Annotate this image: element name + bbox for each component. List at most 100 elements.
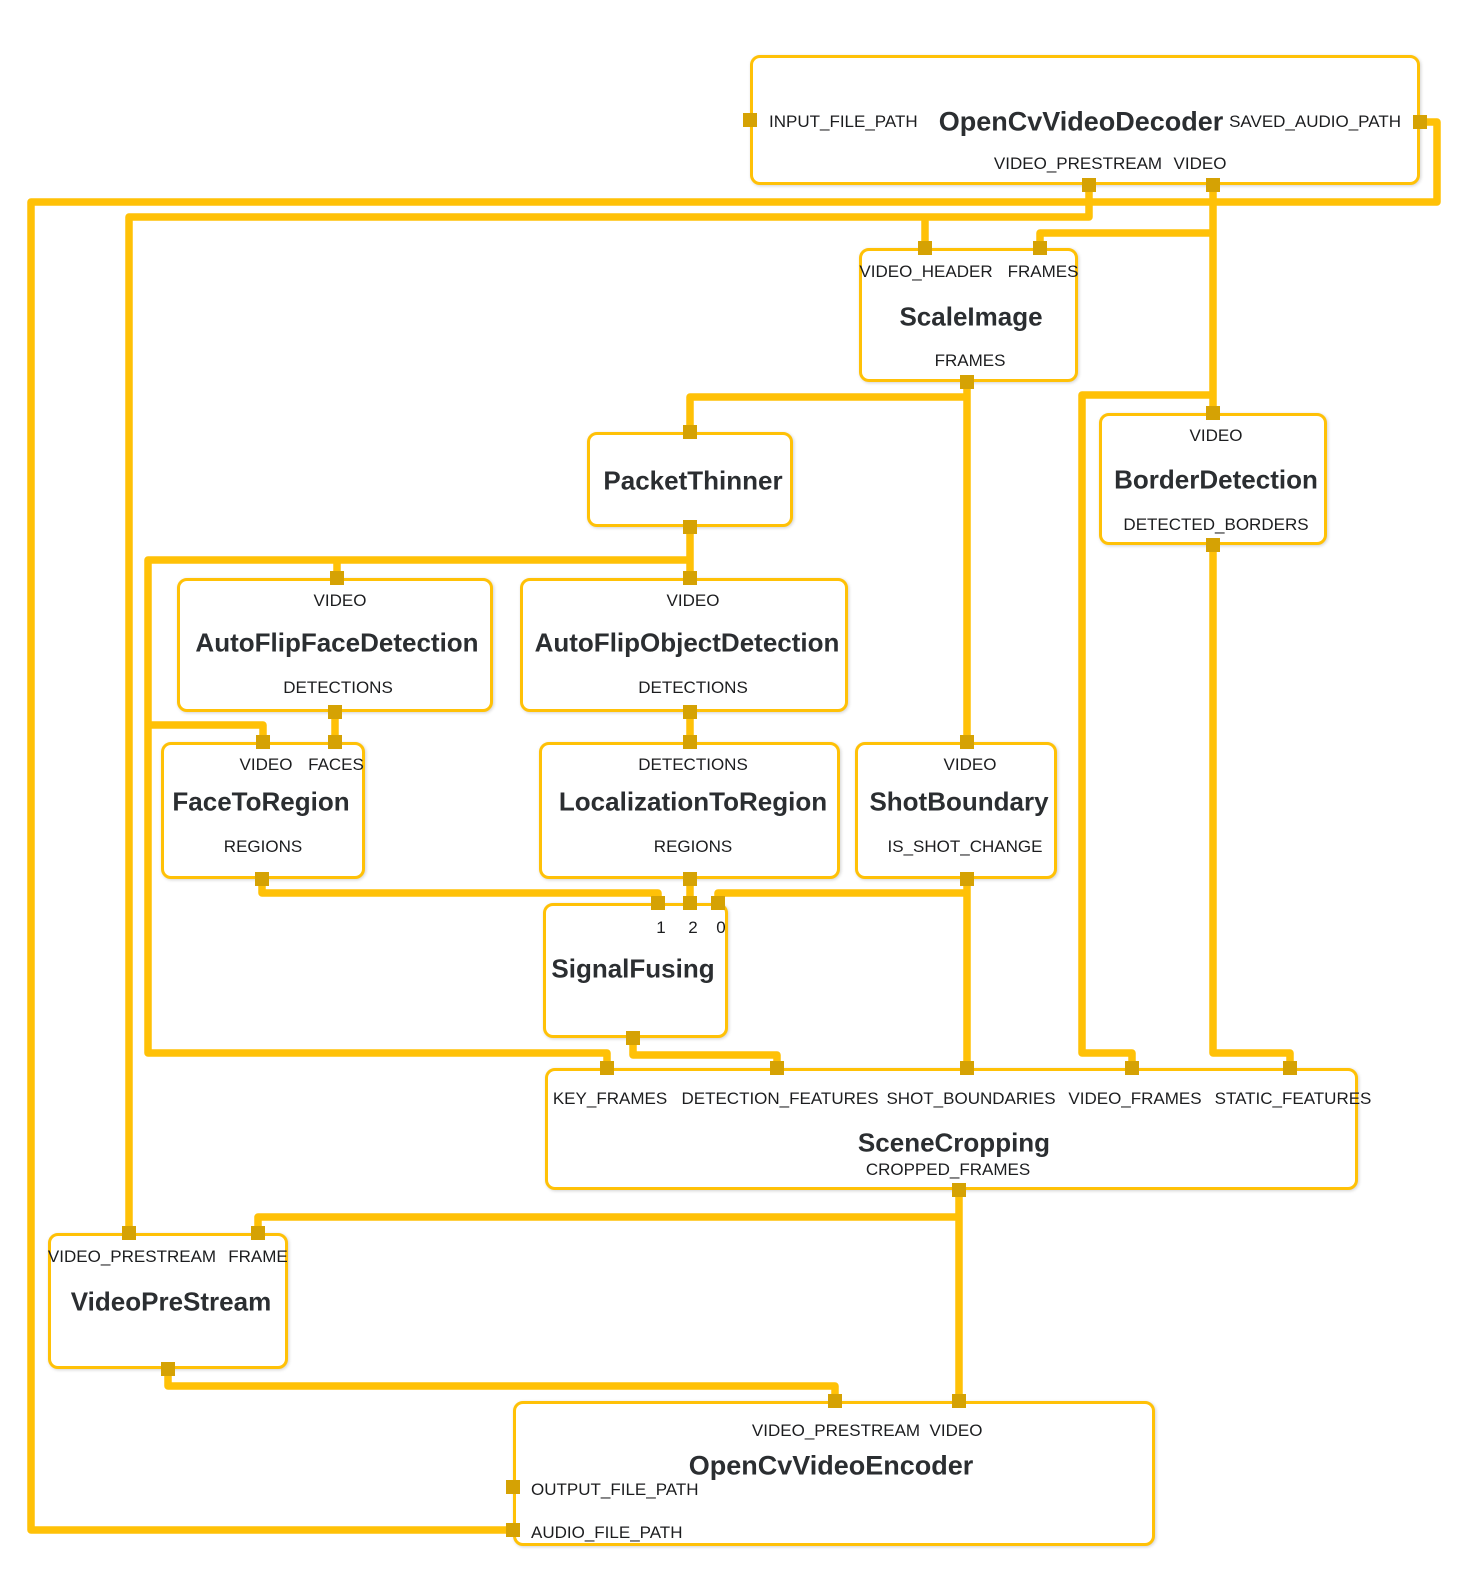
edge-borders-to-static-features bbox=[1209, 545, 1294, 1068]
edge-saved-audio-to-audio-file-path bbox=[27, 118, 1441, 1534]
port-label-face-to-region-regions: REGIONS bbox=[223, 837, 303, 856]
port-scene-cropping-static-features[interactable] bbox=[1283, 1061, 1297, 1075]
port-scene-cropping-key-frames[interactable] bbox=[600, 1061, 614, 1075]
edge-video-to-scene-cropping-video-frames bbox=[1078, 391, 1213, 1068]
port-scale-image-frames-in[interactable] bbox=[1033, 241, 1047, 255]
port-signal-fusing-0[interactable] bbox=[711, 896, 725, 910]
port-label-encoder-video-prestream: VIDEO_PRESTREAM bbox=[751, 1421, 921, 1440]
port-label-border-detection-detected-borders: DETECTED_BORDERS bbox=[1123, 515, 1309, 534]
port-localization-to-region-detections[interactable] bbox=[683, 735, 697, 749]
port-label-scale-image-frames-out: FRAMES bbox=[934, 351, 1006, 370]
port-object-detection-video[interactable] bbox=[683, 571, 697, 585]
port-label-face-detection-video: VIDEO bbox=[313, 591, 367, 610]
port-label-scale-image-video-header: VIDEO_HEADER bbox=[859, 262, 993, 281]
port-label-border-detection-video: VIDEO bbox=[1189, 426, 1243, 445]
port-signal-fusing-2[interactable] bbox=[683, 896, 697, 910]
edge-face-regions-to-signal-fusing-1 bbox=[258, 879, 662, 903]
edge-shot-change-to-signal-fusing-0 bbox=[714, 889, 967, 903]
port-video-pre-stream-video-prestream[interactable] bbox=[122, 1226, 136, 1240]
port-face-to-region-faces[interactable] bbox=[328, 735, 342, 749]
node-face-to-region[interactable]: FaceToRegion VIDEO FACES REGIONS bbox=[161, 742, 365, 879]
port-shot-boundary-video[interactable] bbox=[960, 735, 974, 749]
node-border-detection[interactable]: BorderDetection VIDEO DETECTED_BORDERS bbox=[1099, 413, 1327, 545]
port-face-detection-detections[interactable] bbox=[328, 705, 342, 719]
port-label-localization-to-region-detections: DETECTIONS bbox=[638, 755, 748, 774]
port-signal-fusing-1[interactable] bbox=[651, 896, 665, 910]
port-scene-cropping-cropped-frames[interactable] bbox=[952, 1183, 966, 1197]
port-scene-cropping-detection-features[interactable] bbox=[770, 1061, 784, 1075]
port-label-encoder-audio-file-path: AUDIO_FILE_PATH bbox=[531, 1523, 683, 1542]
port-scale-image-frames-out[interactable] bbox=[960, 375, 974, 389]
node-scale-image[interactable]: ScaleImage VIDEO_HEADER FRAMES FRAMES bbox=[859, 248, 1078, 382]
edge-thinned-to-face-to-region-video bbox=[148, 721, 267, 742]
edge-videoprestream-out-to-encoder bbox=[164, 1369, 839, 1401]
edge-thinned-to-key-frames bbox=[144, 556, 690, 1068]
port-face-to-region-regions[interactable] bbox=[255, 872, 269, 886]
port-decoder-input-file-path[interactable] bbox=[743, 113, 757, 127]
port-border-detection-video[interactable] bbox=[1206, 406, 1220, 420]
port-object-detection-detections[interactable] bbox=[683, 705, 697, 719]
edge-salient-regions-to-detection-features bbox=[629, 1038, 781, 1068]
port-encoder-video-prestream[interactable] bbox=[828, 1394, 842, 1408]
port-scene-cropping-shot-boundaries[interactable] bbox=[960, 1061, 974, 1075]
port-scene-cropping-video-frames[interactable] bbox=[1125, 1061, 1139, 1075]
node-title-video-pre-stream: VideoPreStream bbox=[70, 1286, 272, 1317]
port-label-shot-boundary-is-shot-change: IS_SHOT_CHANGE bbox=[887, 837, 1043, 856]
port-label-signal-fusing-1: 1 bbox=[656, 918, 666, 937]
port-encoder-output-file-path[interactable] bbox=[506, 1480, 520, 1494]
port-label-decoder-input-file-path: INPUT_FILE_PATH bbox=[769, 112, 918, 131]
port-label-signal-fusing-0: 0 bbox=[716, 918, 726, 937]
port-label-face-to-region-video: VIDEO bbox=[239, 755, 293, 774]
port-label-scale-image-frames-in: FRAMES bbox=[1007, 262, 1079, 281]
node-title-face-to-region: FaceToRegion bbox=[172, 786, 350, 817]
node-shot-boundary[interactable]: ShotBoundary VIDEO IS_SHOT_CHANGE bbox=[855, 742, 1057, 879]
port-face-detection-video[interactable] bbox=[330, 571, 344, 585]
edge-cropped-frames-to-videoprestream-frame bbox=[254, 1213, 959, 1233]
port-label-scene-cropping-cropped-frames: CROPPED_FRAMES bbox=[865, 1160, 1031, 1179]
port-decoder-video[interactable] bbox=[1206, 178, 1220, 192]
node-open-cv-video-encoder[interactable]: OpenCvVideoEncoder VIDEO_PRESTREAM VIDEO… bbox=[513, 1401, 1155, 1546]
node-packet-thinner[interactable]: PacketThinner bbox=[587, 432, 793, 527]
port-label-video-pre-stream-video-prestream: VIDEO_PRESTREAM bbox=[47, 1247, 217, 1266]
port-shot-boundary-is-shot-change[interactable] bbox=[960, 872, 974, 886]
node-title-open-cv-video-decoder: OpenCvVideoDecoder bbox=[938, 106, 1224, 137]
port-label-decoder-video-prestream: VIDEO_PRESTREAM bbox=[993, 154, 1163, 173]
node-localization-to-region[interactable]: LocalizationToRegion DETECTIONS REGIONS bbox=[539, 742, 840, 879]
node-title-auto-flip-object-detection: AutoFlipObjectDetection bbox=[534, 627, 840, 658]
port-label-video-pre-stream-frame: FRAME bbox=[228, 1247, 288, 1266]
node-auto-flip-face-detection[interactable]: AutoFlipFaceDetection VIDEO DETECTIONS bbox=[177, 578, 493, 712]
port-label-scene-cropping-detection-features: DETECTION_FEATURES bbox=[681, 1089, 879, 1108]
port-label-localization-to-region-regions: REGIONS bbox=[653, 837, 733, 856]
port-label-encoder-output-file-path: OUTPUT_FILE_PATH bbox=[531, 1480, 699, 1499]
port-label-object-detection-video: VIDEO bbox=[666, 591, 720, 610]
port-scale-image-video-header[interactable] bbox=[918, 241, 932, 255]
node-title-open-cv-video-encoder: OpenCvVideoEncoder bbox=[688, 1450, 974, 1481]
node-title-border-detection: BorderDetection bbox=[1114, 464, 1318, 495]
port-face-to-region-video[interactable] bbox=[256, 735, 270, 749]
edge-video-to-scale-image-frames bbox=[1036, 229, 1213, 248]
port-label-face-detection-detections: DETECTIONS bbox=[283, 678, 393, 697]
port-packet-thinner-out[interactable] bbox=[683, 520, 697, 534]
node-title-scale-image: ScaleImage bbox=[899, 301, 1043, 332]
node-signal-fusing[interactable]: SignalFusing 1 2 0 bbox=[543, 903, 728, 1038]
port-encoder-video[interactable] bbox=[952, 1394, 966, 1408]
port-border-detection-detected-borders[interactable] bbox=[1206, 538, 1220, 552]
port-video-pre-stream-frame[interactable] bbox=[251, 1226, 265, 1240]
port-decoder-video-prestream[interactable] bbox=[1082, 178, 1096, 192]
node-scene-cropping[interactable]: SceneCropping KEY_FRAMES DETECTION_FEATU… bbox=[545, 1068, 1371, 1190]
port-decoder-saved-audio-path[interactable] bbox=[1413, 115, 1427, 129]
port-video-pre-stream-out[interactable] bbox=[161, 1362, 175, 1376]
port-packet-thinner-in[interactable] bbox=[683, 425, 697, 439]
node-title-localization-to-region: LocalizationToRegion bbox=[558, 786, 828, 817]
port-label-scene-cropping-key-frames: KEY_FRAMES bbox=[552, 1089, 668, 1108]
port-localization-to-region-regions[interactable] bbox=[683, 872, 697, 886]
node-open-cv-video-decoder[interactable]: OpenCvVideoDecoder INPUT_FILE_PATH SAVED… bbox=[750, 55, 1420, 185]
port-label-object-detection-detections: DETECTIONS bbox=[638, 678, 748, 697]
port-label-encoder-video: VIDEO bbox=[929, 1421, 983, 1440]
node-auto-flip-object-detection[interactable]: AutoFlipObjectDetection VIDEO DETECTIONS bbox=[520, 578, 848, 712]
edge-scaled-frames-to-packet-thinner bbox=[686, 393, 967, 432]
node-video-pre-stream[interactable]: VideoPreStream VIDEO_PRESTREAM FRAME bbox=[48, 1233, 288, 1369]
port-encoder-audio-file-path[interactable] bbox=[506, 1523, 520, 1537]
port-signal-fusing-out[interactable] bbox=[626, 1031, 640, 1045]
